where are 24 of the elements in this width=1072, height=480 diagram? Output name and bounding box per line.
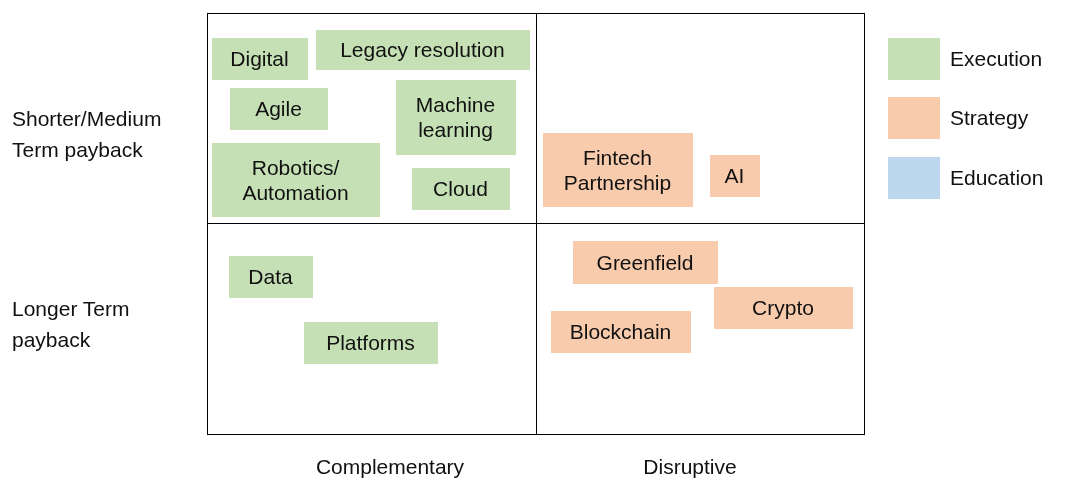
row-axis-label: Shorter/Medium Term payback: [12, 106, 163, 163]
category-box: Greenfield: [572, 240, 718, 284]
category-box: Machine learning: [395, 79, 516, 155]
legend-label: Execution: [950, 46, 1043, 72]
quadrant-cell: [536, 223, 865, 435]
column-axis-label: Disruptive: [642, 454, 738, 480]
legend-label: Education: [950, 165, 1044, 191]
quadrant-cell: [207, 13, 537, 224]
category-box: Robotics/ Automation: [211, 142, 380, 217]
column-axis-label: Complementary: [314, 454, 466, 480]
category-box: Fintech Partnership: [542, 132, 693, 207]
quadrant-cell: [536, 13, 865, 224]
row-axis-label: Longer Term payback: [12, 296, 131, 353]
category-box: Data: [228, 255, 313, 298]
category-box: Cloud: [411, 167, 510, 210]
category-box: Platforms: [303, 321, 438, 364]
quadrant-cell: [207, 223, 537, 435]
category-box: Crypto: [713, 286, 853, 329]
legend-label: Strategy: [950, 105, 1029, 131]
category-box: Blockchain: [550, 310, 691, 353]
category-box: Digital: [211, 37, 308, 80]
category-box: Legacy resolution: [315, 29, 530, 70]
category-box: Agile: [229, 87, 328, 130]
category-box: AI: [709, 154, 760, 197]
